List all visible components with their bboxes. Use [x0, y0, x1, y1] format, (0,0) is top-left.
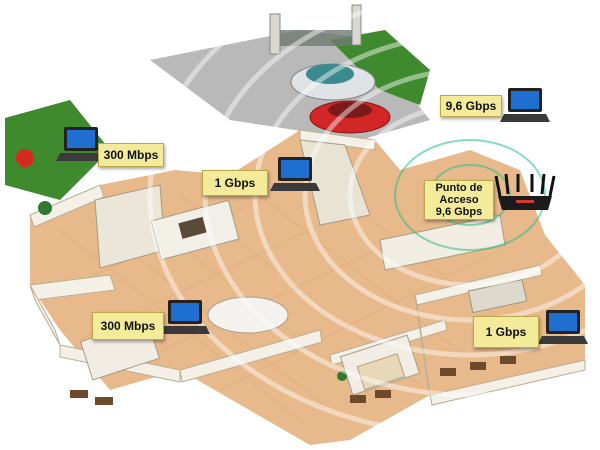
gate-post-right: [351, 4, 362, 46]
grass-right: [330, 30, 430, 105]
coffee-table: [178, 216, 207, 239]
access-point-line3: 9,6 Gbps: [435, 206, 483, 218]
red-flower-bush: [16, 149, 34, 167]
gate-post-left: [269, 13, 281, 55]
staircase: [299, 139, 371, 226]
dining-table: [207, 296, 289, 334]
speed-label-bottom-right: 1 Gbps: [473, 316, 539, 348]
plant: [38, 201, 52, 215]
laptop-icon: [270, 157, 320, 191]
car-icon: [309, 100, 391, 134]
gate: [280, 30, 352, 46]
plant: [337, 371, 347, 381]
access-point-line1: Punto de: [435, 182, 483, 194]
windows: [70, 356, 516, 405]
laptop-icon: [538, 310, 588, 344]
laptop-icon: [500, 88, 550, 122]
speed-label-center: 1 Gbps: [202, 170, 268, 196]
access-point-label: Punto de Acceso 9,6 Gbps: [424, 180, 494, 220]
access-point-line2: Acceso: [439, 194, 479, 206]
speed-label-left: 300 Mbps: [98, 143, 164, 167]
grass-left: [5, 100, 110, 200]
router-icon: [494, 173, 556, 210]
laptop-icon: [160, 300, 210, 334]
office-desk: [467, 279, 528, 314]
car-icon: [290, 63, 376, 101]
speed-label-bottom-left: 300 Mbps: [92, 312, 164, 340]
bedroom-rug: [356, 353, 406, 391]
speed-label-top-right: 9,6 Gbps: [440, 95, 502, 117]
laptop-icon: [56, 127, 106, 161]
